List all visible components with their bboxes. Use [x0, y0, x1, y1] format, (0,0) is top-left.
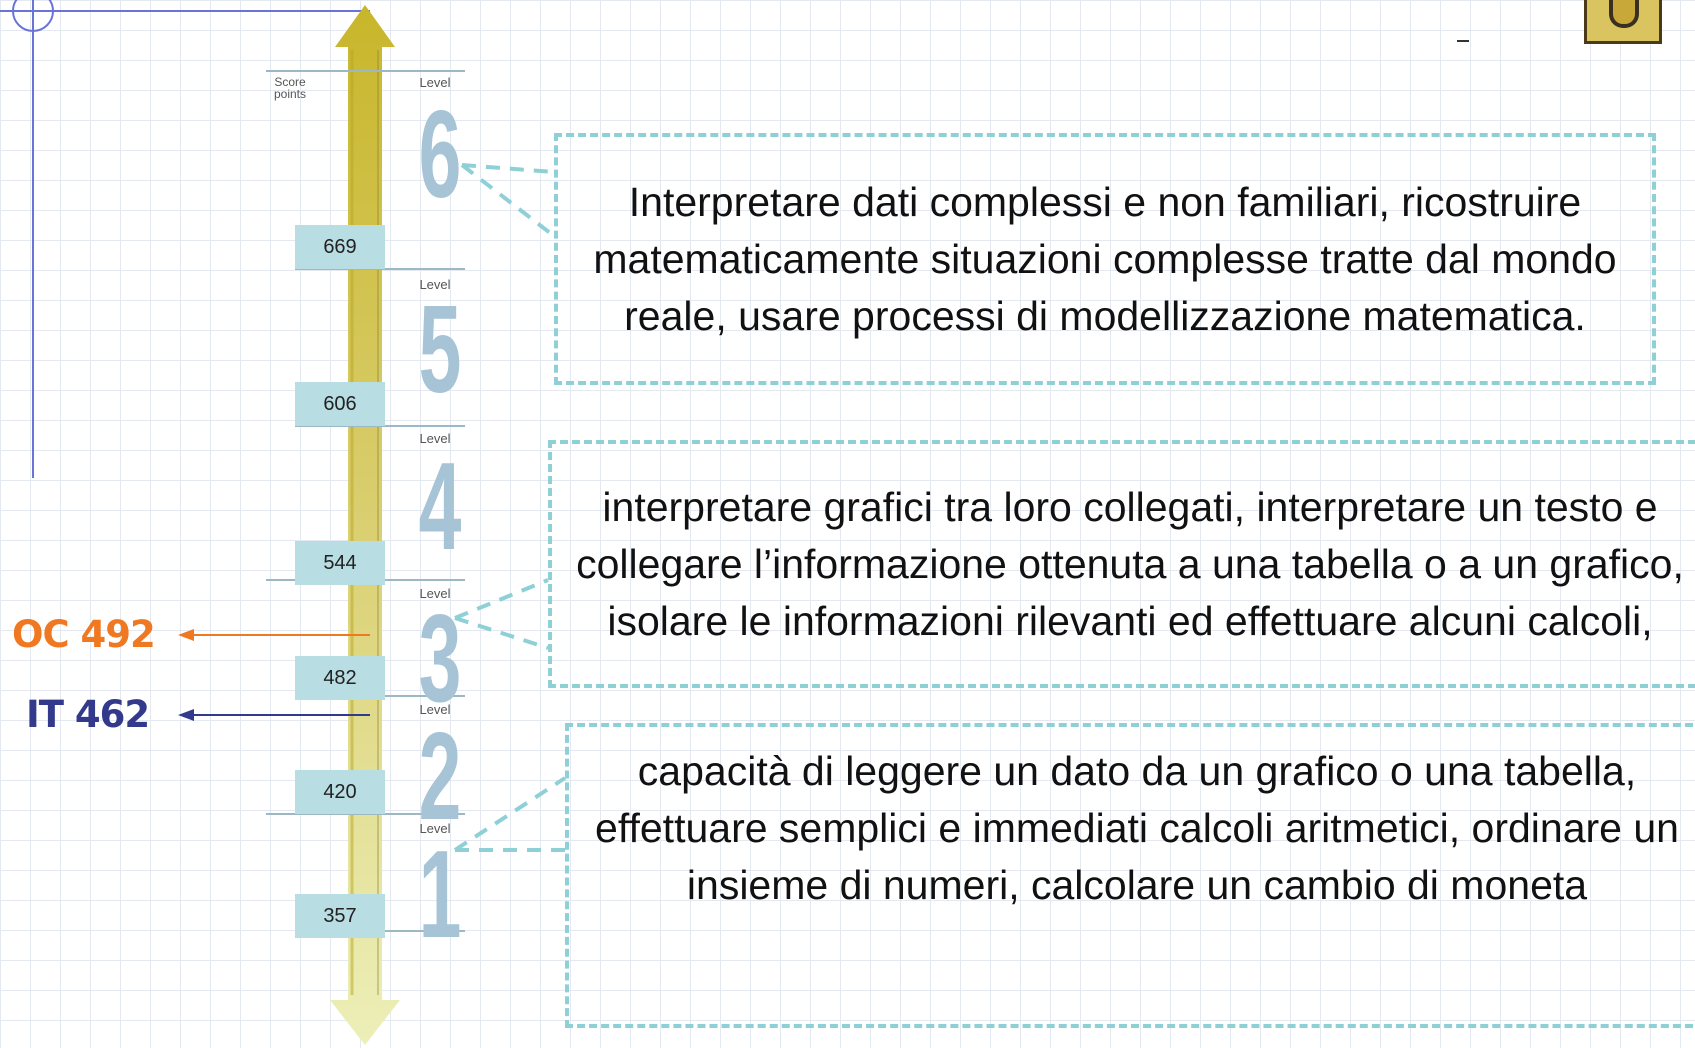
level-word-5: Level: [419, 277, 451, 292]
description-level1: capacità di leggere un dato da un grafic…: [595, 748, 1679, 908]
level-number-6: 6: [418, 86, 462, 224]
score-cut-606: 606: [295, 382, 385, 426]
marker-oc-label: OC 492: [12, 613, 156, 656]
level-number-5: 5: [418, 281, 462, 419]
level-word-3: Level: [419, 586, 451, 601]
level-word-4: Level: [419, 431, 451, 446]
slide-frame-circle: [12, 0, 54, 32]
score-points-header: Score points: [273, 75, 307, 101]
score-cut-420: 420: [295, 770, 385, 814]
level-number-1: 1: [418, 826, 462, 964]
score-cut-544: 544: [295, 541, 385, 585]
connector-level3-top: [454, 578, 549, 620]
connector-level6-bottom: [460, 163, 556, 238]
marker-it-label: IT 462: [26, 693, 150, 736]
connector-level1-top: [453, 776, 567, 852]
description-level3: interpretare grafici tra loro collegati,…: [576, 483, 1684, 644]
logo-inner-shape: [1609, 0, 1639, 28]
score-cut-357: 357: [295, 894, 385, 938]
level-number-4: 4: [418, 438, 462, 576]
level-header: Level: [419, 75, 451, 90]
description-box-level6: Interpretare dati complessi e non famili…: [554, 133, 1656, 385]
header-dash: [1457, 40, 1469, 42]
marker-arrow-it: [178, 709, 370, 721]
description-box-level1: capacità di leggere un dato da un grafic…: [565, 723, 1695, 1028]
level-word-2: Level: [419, 702, 451, 717]
level-word-1: Level: [419, 821, 451, 836]
score-cut-669: 669: [295, 225, 385, 269]
marker-arrow-oc: [178, 629, 370, 641]
description-box-level3: interpretare grafici tra loro collegati,…: [548, 440, 1695, 688]
description-level6: Interpretare dati complessi e non famili…: [593, 178, 1617, 339]
scale-arrow: [330, 5, 400, 1045]
logo-icon: [1584, 0, 1662, 44]
connector-level6-top: [461, 163, 555, 174]
score-cut-482: 482: [295, 656, 385, 700]
connector-level3-bottom: [454, 616, 549, 650]
level-number-2: 2: [418, 708, 462, 846]
level-number-3: 3: [418, 590, 462, 728]
